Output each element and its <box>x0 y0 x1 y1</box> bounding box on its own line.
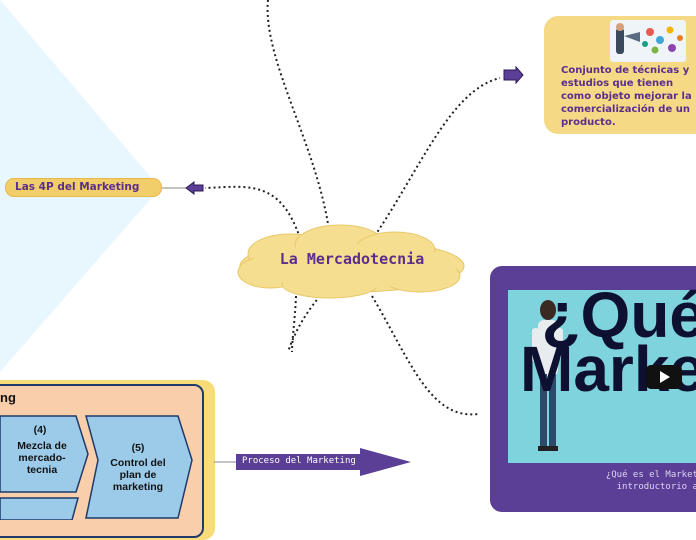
connector-top <box>266 0 331 239</box>
central-cloud[interactable] <box>237 224 465 299</box>
process-steps-shapes <box>0 415 193 520</box>
connector-lower <box>287 295 321 353</box>
left-branch-label[interactable]: Las 4P del Marketing <box>15 181 140 193</box>
presenter-figure-icon <box>532 300 563 451</box>
video-caption: ¿Qué es el Marketing introductorio al <box>560 469 696 493</box>
central-topic-label[interactable]: La Mercadotecnia <box>279 250 425 268</box>
process-arrow[interactable] <box>236 448 411 476</box>
marketing-illustration-image <box>610 20 686 62</box>
left-branch-node[interactable] <box>5 178 162 197</box>
connector-lines <box>204 0 501 416</box>
mindmap-canvas <box>0 0 524 520</box>
step-4-number: (4) <box>33 424 47 436</box>
right-arrow-icon <box>503 65 524 85</box>
connector-lower-2 <box>291 295 297 353</box>
connector-video <box>371 295 479 416</box>
play-button[interactable] <box>646 365 682 389</box>
left-arrow-icon <box>185 181 204 195</box>
video-title-line1: ¿Qué <box>541 279 696 351</box>
video-caption-line1: ¿Qué es el Marketing <box>605 470 696 480</box>
process-diagram-title: ng <box>0 390 16 405</box>
process-branch-label[interactable]: Proceso del Marketing <box>242 456 356 466</box>
definition-text: Conjunto de técnicas y estudios que tien… <box>561 65 692 128</box>
video-caption-line2: introductorio al <box>616 482 696 492</box>
step-5-number: (5) <box>131 442 145 454</box>
connector-left <box>204 185 301 239</box>
marketing-icons-illustration-icon <box>610 20 686 62</box>
step-4-label: Mezcla de mercado-tecnia <box>17 440 67 476</box>
connector-definition <box>371 77 501 241</box>
step-5-label: Control del plan de marketing <box>110 457 166 493</box>
play-icon <box>660 371 670 383</box>
